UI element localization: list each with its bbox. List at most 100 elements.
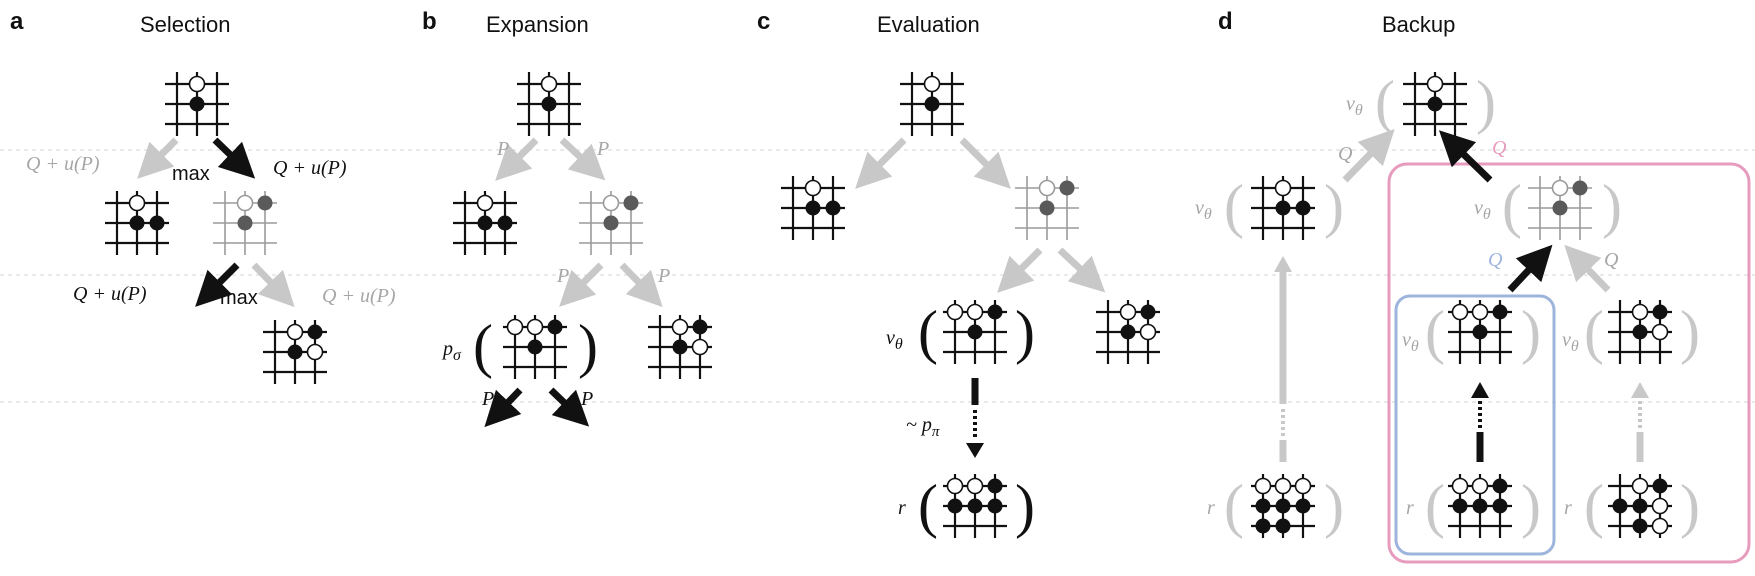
arrow-b-gray-4 (619, 262, 663, 308)
label-a-q-black-2: Q + u(P) (73, 283, 147, 305)
black-stone (541, 96, 557, 112)
panel-d: Q Q Q Q νθ ( ) νθ ( ) νθ ( ) νθ ( ) νθ (… (1195, 69, 1751, 564)
paren-d-left-close: ) (1324, 173, 1344, 239)
white-stone (946, 303, 964, 321)
label-d-v-left: νθ (1195, 197, 1212, 223)
board-d-rollout-3 (1608, 474, 1672, 538)
paren-d-r1-open: ( (1224, 473, 1244, 539)
gray-stone (237, 215, 253, 231)
label-d-r-1: r (1207, 497, 1215, 519)
black-stone (1632, 324, 1648, 340)
label-c-sample-main: ~ p (906, 414, 932, 436)
label-d-q-blue: Q (1488, 249, 1503, 271)
board-c-rollout (943, 474, 1007, 538)
label-c-sample: ~ pπ (906, 414, 940, 440)
white-stone (236, 194, 254, 212)
gray-stone (603, 215, 619, 231)
label-d-v-right: νθ (1474, 197, 1491, 223)
white-stone (671, 318, 689, 336)
board-d-leaf-1 (1448, 300, 1512, 364)
paren-c-close: ) (1015, 299, 1035, 365)
white-stone (1451, 477, 1469, 495)
box-blue (1394, 294, 1556, 556)
board-d-leaf-2 (1608, 300, 1672, 364)
white-stone (966, 477, 984, 495)
white-stone (1631, 477, 1649, 495)
black-stone (1472, 498, 1488, 514)
gray-stone (1059, 180, 1075, 196)
arrow-c-gray-3 (997, 247, 1043, 293)
label-d-v-leaf-2-main: ν (1562, 329, 1571, 351)
label-b-p-5: P (481, 388, 494, 410)
white-stone (1651, 323, 1669, 341)
black-stone (1255, 498, 1271, 514)
label-d-v-leaf-2: νθ (1562, 329, 1579, 355)
board-c-right (1015, 176, 1079, 240)
white-stone (188, 75, 206, 93)
arrow-d-gray-q-1 (1342, 128, 1395, 183)
paren-d-r3-close: ) (1680, 473, 1700, 539)
white-stone (1471, 477, 1489, 495)
white-stone (526, 318, 544, 336)
black-stone (129, 215, 145, 231)
arrow-b-gray-3 (559, 262, 604, 307)
label-b-p-1: P (496, 138, 509, 160)
label-d-v-left-main: ν (1195, 197, 1204, 219)
paren-d-root-close: ) (1476, 69, 1496, 135)
label-c-v-theta-main: ν (886, 327, 895, 349)
board-b-right (579, 191, 643, 255)
black-stone (1120, 324, 1136, 340)
label-b-p-sigma: pσ (441, 338, 462, 364)
black-stone (1632, 518, 1648, 534)
white-stone (804, 179, 822, 197)
board-b-leaf-2 (648, 315, 712, 379)
black-stone (1652, 304, 1668, 320)
black-stone (287, 344, 303, 360)
black-stone (987, 478, 1003, 494)
arrow-a-black-2 (195, 262, 240, 307)
white-stone (1451, 303, 1469, 321)
black-stone (1140, 304, 1156, 320)
board-b-left (453, 191, 517, 255)
black-stone (477, 215, 493, 231)
panel-a-title: Selection (140, 12, 231, 37)
label-d-v-root-main: ν (1346, 93, 1355, 115)
paren-d-leaf-1-close: ) (1521, 299, 1541, 365)
label-a-max-2: max (220, 287, 258, 309)
black-stone (672, 339, 688, 355)
label-d-v-leaf-2-sub: θ (1571, 338, 1579, 355)
board-a-right (213, 191, 277, 255)
label-d-v-leaf-1: νθ (1402, 329, 1419, 355)
black-stone (189, 96, 205, 112)
label-d-r-3: r (1564, 497, 1572, 519)
label-c-r: r (898, 497, 906, 519)
panel-c-title: Evaluation (877, 12, 980, 37)
gray-stone (1572, 180, 1588, 196)
paren-d-root-open: ( (1375, 69, 1395, 135)
arrow-d-black-q-2 (1507, 244, 1553, 293)
vline-d-2-head (1471, 382, 1489, 398)
black-stone (1452, 498, 1468, 514)
white-stone (1551, 179, 1569, 197)
paren-b-open: ( (473, 313, 493, 379)
arrow-c-gray-1 (855, 137, 907, 189)
label-b-p-4: P (657, 265, 670, 287)
vline-d-1-head (1274, 256, 1292, 272)
board-a-left (105, 191, 169, 255)
label-a-q-gray-2: Q + u(P) (322, 285, 396, 307)
white-stone (128, 194, 146, 212)
white-stone (1038, 179, 1056, 197)
panel-d-title: Backup (1382, 12, 1455, 37)
black-stone (1275, 518, 1291, 534)
panel-c-letter: c (757, 8, 770, 35)
black-stone (987, 498, 1003, 514)
white-stone (1651, 497, 1669, 515)
label-b-p-2: P (596, 138, 609, 160)
label-a-q-black-1: Q + u(P) (273, 157, 347, 179)
panel-b: P P P P P P pσ ( ) (441, 72, 712, 428)
gray-stone (257, 195, 273, 211)
label-d-q-pink: Q (1492, 137, 1507, 159)
black-stone (1632, 498, 1648, 514)
board-d-rollout-1 (1251, 474, 1315, 538)
white-stone (306, 343, 324, 361)
